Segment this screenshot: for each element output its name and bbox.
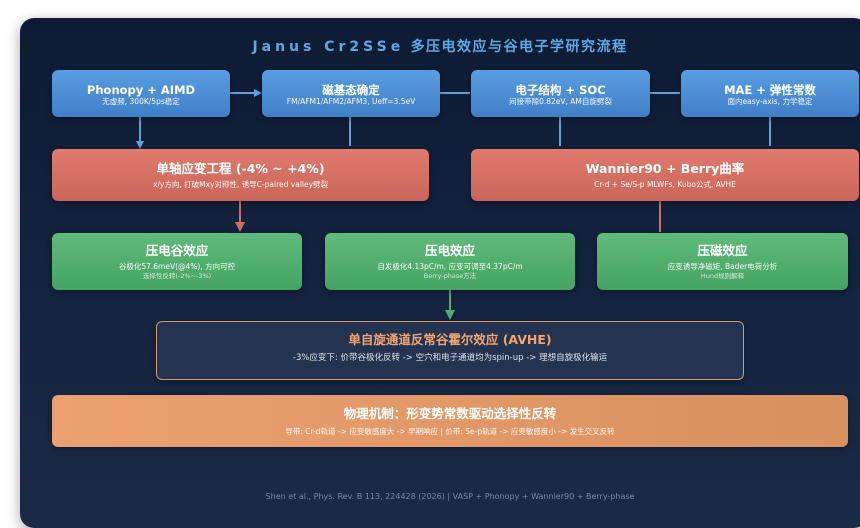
- magnetic-ground-state-box: 磁基态确定 FM/AFM1/AFM2/AFM3, Ueff=3.5eV: [262, 70, 440, 117]
- wannier-berry-box: Wannier90 + Berry曲率 Cr-d + Se/S-p MLWFs,…: [471, 149, 859, 201]
- piezovalley-sub: 谷极化57.6meV(@4%), 方向可控: [118, 262, 236, 271]
- piezomagnetic-note: Hund规则解释: [700, 272, 745, 280]
- wannier-berry-title: Wannier90 + Berry曲率: [585, 161, 745, 176]
- piezovalley-box: 压电谷效应 谷极化57.6meV(@4%), 方向可控 选择性反转(-2%~-3…: [52, 233, 302, 290]
- strain-engineering-box: 单轴应变工程 (-4% ~ +4%) x/y方向, 打破Mxy对称性, 诱导C-…: [52, 149, 429, 201]
- strain-engineering-sub: x/y方向, 打破Mxy对称性, 诱导C-paired valley劈裂: [152, 180, 329, 189]
- phonopy-aimd-sub: 无虚频, 300K/5ps稳定: [102, 97, 180, 106]
- mechanism-sub: 导带: Cr-d轨道 -> 应变敏感度大 -> 早期响应 | 价带: Se-p轨…: [285, 427, 615, 436]
- piezomagnetic-title: 压磁效应: [697, 243, 748, 258]
- electronic-structure-sub: 间接带隙0.82eV, AM自旋劈裂: [509, 97, 612, 106]
- strain-engineering-title: 单轴应变工程 (-4% ~ +4%): [156, 161, 325, 176]
- mae-elastic-title: MAE + 弹性常数: [724, 83, 816, 97]
- magnetic-ground-state-sub: FM/AFM1/AFM2/AFM3, Ueff=3.5eV: [286, 97, 416, 106]
- phonopy-aimd-title: Phonopy + AIMD: [86, 83, 196, 97]
- avhe-sub: -3%应变下: 价带谷极化反转 -> 空穴和电子通道均为spin-up -> 理…: [292, 353, 608, 363]
- piezoelectric-sub: 自发极化4.13pC/m, 应变可调至4.37pC/m: [377, 262, 523, 271]
- avhe-box: 单自旋通道反常谷霍尔效应 (AVHE) -3%应变下: 价带谷极化反转 -> 空…: [156, 321, 744, 380]
- phonopy-aimd-box: Phonopy + AIMD 无虚频, 300K/5ps稳定: [52, 70, 230, 117]
- citation-footer: Shen et al., Phys. Rev. B 113, 224428 (2…: [265, 492, 635, 501]
- wannier-berry-sub: Cr-d + Se/S-p MLWFs, Kubo公式, AVHE: [594, 180, 736, 189]
- mechanism-box: 物理机制：形变势常数驱动选择性反转 导带: Cr-d轨道 -> 应变敏感度大 -…: [52, 395, 848, 447]
- title-latin: Janus Cr2SSe: [252, 39, 405, 55]
- piezovalley-note: 选择性反转(-2%~-3%): [142, 272, 212, 280]
- piezomagnetic-box: 压磁效应 应变诱导净磁矩, Bader电荷分析 Hund规则解释: [597, 233, 848, 290]
- piezomagnetic-sub: 应变诱导净磁矩, Bader电荷分析: [667, 262, 778, 271]
- piezoelectric-title: 压电效应: [424, 243, 475, 258]
- avhe-title: 单自旋通道反常谷霍尔效应 (AVHE): [348, 332, 552, 347]
- title-cjk: 多压电效应与谷电子学研究流程: [410, 39, 628, 55]
- piezoelectric-box: 压电效应 自发极化4.13pC/m, 应变可调至4.37pC/m Berry-p…: [325, 233, 575, 290]
- piezovalley-title: 压电谷效应: [145, 243, 209, 258]
- electronic-structure-title: 电子结构 + SOC: [515, 83, 606, 97]
- mae-elastic-box: MAE + 弹性常数 面内easy-axis, 力学稳定: [681, 70, 859, 117]
- magnetic-ground-state-title: 磁基态确定: [322, 83, 380, 97]
- page-title: Janus Cr2SSe 多压电效应与谷电子学研究流程: [20, 36, 860, 56]
- piezoelectric-note: Berry-phase方法: [423, 272, 477, 280]
- mae-elastic-sub: 面内easy-axis, 力学稳定: [727, 97, 813, 106]
- electronic-structure-box: 电子结构 + SOC 间接带隙0.82eV, AM自旋劈裂: [471, 70, 650, 117]
- mechanism-title: 物理机制：形变势常数驱动选择性反转: [343, 406, 557, 421]
